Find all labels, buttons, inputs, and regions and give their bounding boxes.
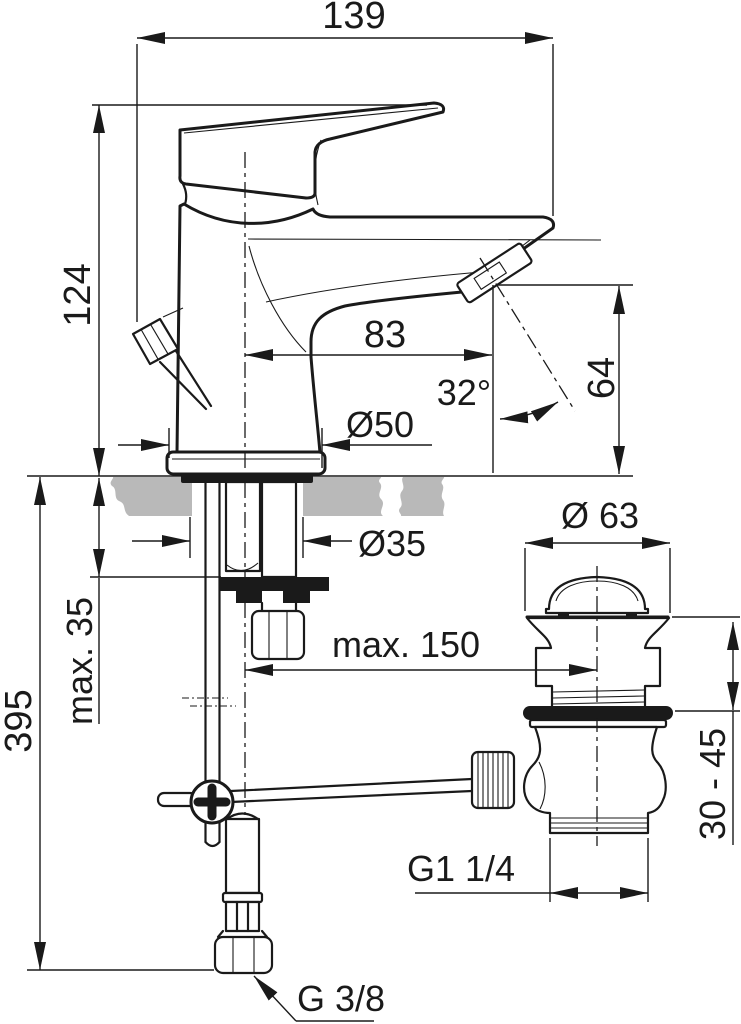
dim-body-height: 124 [57,105,105,476]
dim-label-g38: G 3/8 [297,978,385,1019]
lift-rod-link [156,777,474,808]
waste-boss-arc [538,761,546,810]
dim-drain-thread: G1 1/4 [407,848,648,899]
drain-assembly [470,575,673,835]
dim-outlet-height: 64 [581,286,625,474]
body-and-spout-outline [175,202,555,455]
body-inner-curve-spout [265,271,482,303]
supply-hose-top [224,480,262,573]
waste-lower-thread [551,817,647,829]
lever-front-inner-line [314,139,322,206]
dim-drain-cap: Ø 63 [525,495,670,549]
dim-label-64: 64 [581,357,623,399]
dim-label-395: 395 [0,689,40,752]
aerator [456,242,533,304]
waste-lower-body [523,725,667,835]
dim-label-83: 83 [364,314,406,356]
dim-label-g114: G1 1/4 [407,848,515,889]
body-inner-curve-left [248,245,307,353]
dim-deck-hole: Ø35 [132,523,426,564]
countertop-right-break [399,477,445,516]
waste-cap [544,575,650,615]
dim-label-139: 139 [322,0,385,37]
hose-collar [221,891,264,904]
dim-overall-width: 139 [137,0,553,44]
dim-label-max150: max. 150 [332,624,480,665]
rod-break-marks [182,697,236,707]
dim-label-max35: max. 35 [59,597,100,725]
dim-supply-thread: G 3/8 [253,975,385,1022]
pull-rod-knob [131,307,213,411]
hose-ribbed-section [224,900,261,933]
lever-top-inner-line [183,107,439,134]
dim-label-d35: Ø35 [358,523,426,564]
dim-label-d63: Ø 63 [561,495,639,536]
dim-label-d50: Ø50 [346,404,414,445]
spout-tilt-axis [479,257,576,412]
axes [244,152,598,846]
faucet-body [131,101,602,483]
lever-handle [178,101,446,200]
hose-nut [213,935,274,975]
hose-end-curve [226,562,259,572]
dim-label-32deg: 32° [437,372,491,413]
dim-spout-reach: 83 [245,314,492,361]
dim-base-diameter: Ø50 [118,404,432,451]
waste-seal-flange [523,706,673,720]
dim-drain-range: 30 - 45 [692,622,739,840]
clamp-bracket [219,577,329,603]
rod-pivot-cross [189,779,235,825]
under-deck-parts [156,480,474,975]
dim-spout-angle: 32° [437,372,559,424]
base-plate [165,450,327,476]
countertop-section [110,477,445,516]
knurled-lock-nut [470,750,516,810]
spout-far-edge-line [247,238,602,241]
countertop-right [303,477,383,516]
base-gasket [181,474,313,483]
countertop-left [110,477,192,516]
dim-label-124: 124 [57,263,99,326]
extension-lines [27,44,740,971]
dim-label-30-45: 30 - 45 [692,728,733,840]
waste-upper-body [525,616,671,710]
threaded-shank [260,480,298,579]
mounting-nut [250,609,306,661]
dim-deck-thickness: max. 35 [59,478,105,725]
dim-drain-distance: max. 150 [245,624,597,676]
waste-upper-thread [552,689,645,705]
flex-hose-bottom [213,812,274,975]
handle-joint-line [181,182,188,206]
dim-total-depth: 395 [0,477,46,970]
